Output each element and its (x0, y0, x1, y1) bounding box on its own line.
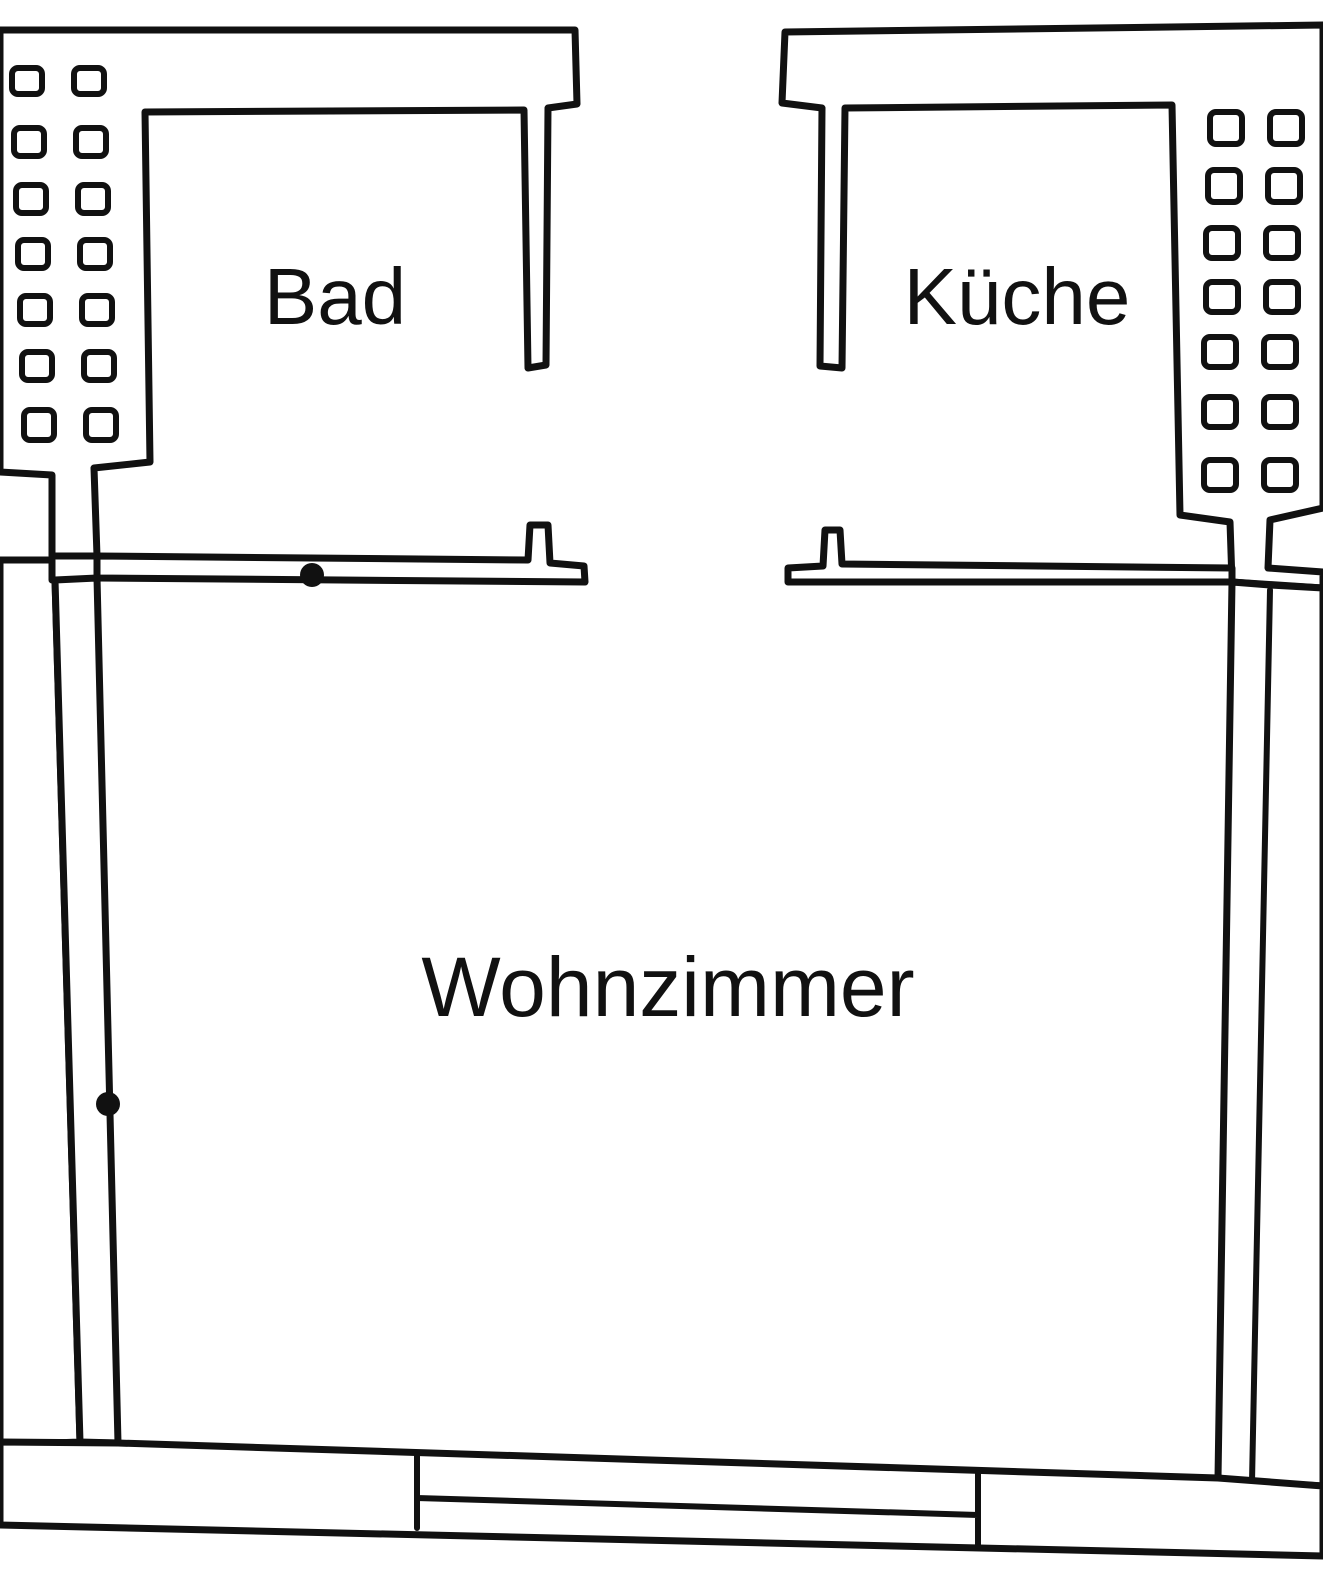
label-living-room: Wohnzimmer (421, 940, 914, 1034)
wall-top-left (0, 26, 581, 560)
wall-living-right (1214, 578, 1323, 1490)
window-frame (414, 1452, 981, 1549)
wall-bathroom-bottom (93, 521, 589, 586)
wall-living-right-inner-line (1249, 587, 1273, 1485)
left-tiles (9, 65, 119, 443)
label-bathroom: Bad (264, 252, 406, 341)
wall-bottom (0, 1438, 1323, 1560)
right-tiles (1201, 109, 1305, 493)
label-kitchen: Küche (904, 252, 1131, 341)
pipe-marker-bathroom (300, 563, 324, 587)
wall-kitchen-bottom (784, 526, 1236, 586)
wall-top-right (778, 21, 1323, 592)
pipe-marker-living (96, 1092, 120, 1116)
